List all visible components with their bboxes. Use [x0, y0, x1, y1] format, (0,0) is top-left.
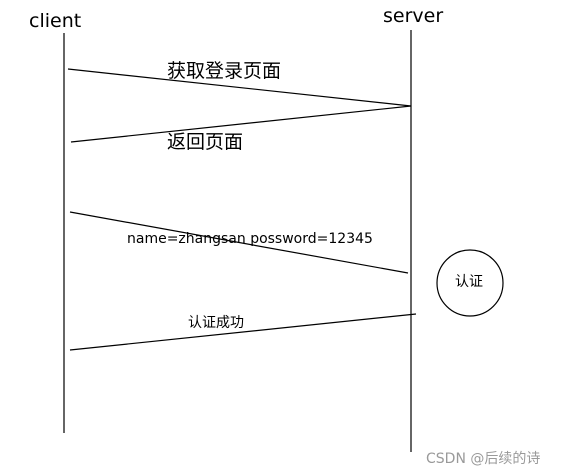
- message-label-auth-success: 认证成功: [188, 315, 244, 331]
- message-label-return-page: 返回页面: [167, 131, 243, 153]
- message-arrow-request-login: [67, 68, 412, 107]
- process-circle-label: 认证: [455, 274, 483, 290]
- message-label-credentials: name=zhangsan possword=12345: [127, 231, 373, 247]
- message-arrow-credentials: [69, 211, 409, 274]
- message-arrow-auth-success: [69, 313, 417, 351]
- message-arrow-return-page: [70, 105, 412, 143]
- client-actor-label: client: [29, 10, 81, 32]
- watermark-text: CSDN @后续的诗: [426, 450, 540, 467]
- server-actor-label: server: [383, 5, 443, 27]
- process-circle: [436, 249, 504, 317]
- message-label-request-login: 获取登录页面: [167, 60, 281, 82]
